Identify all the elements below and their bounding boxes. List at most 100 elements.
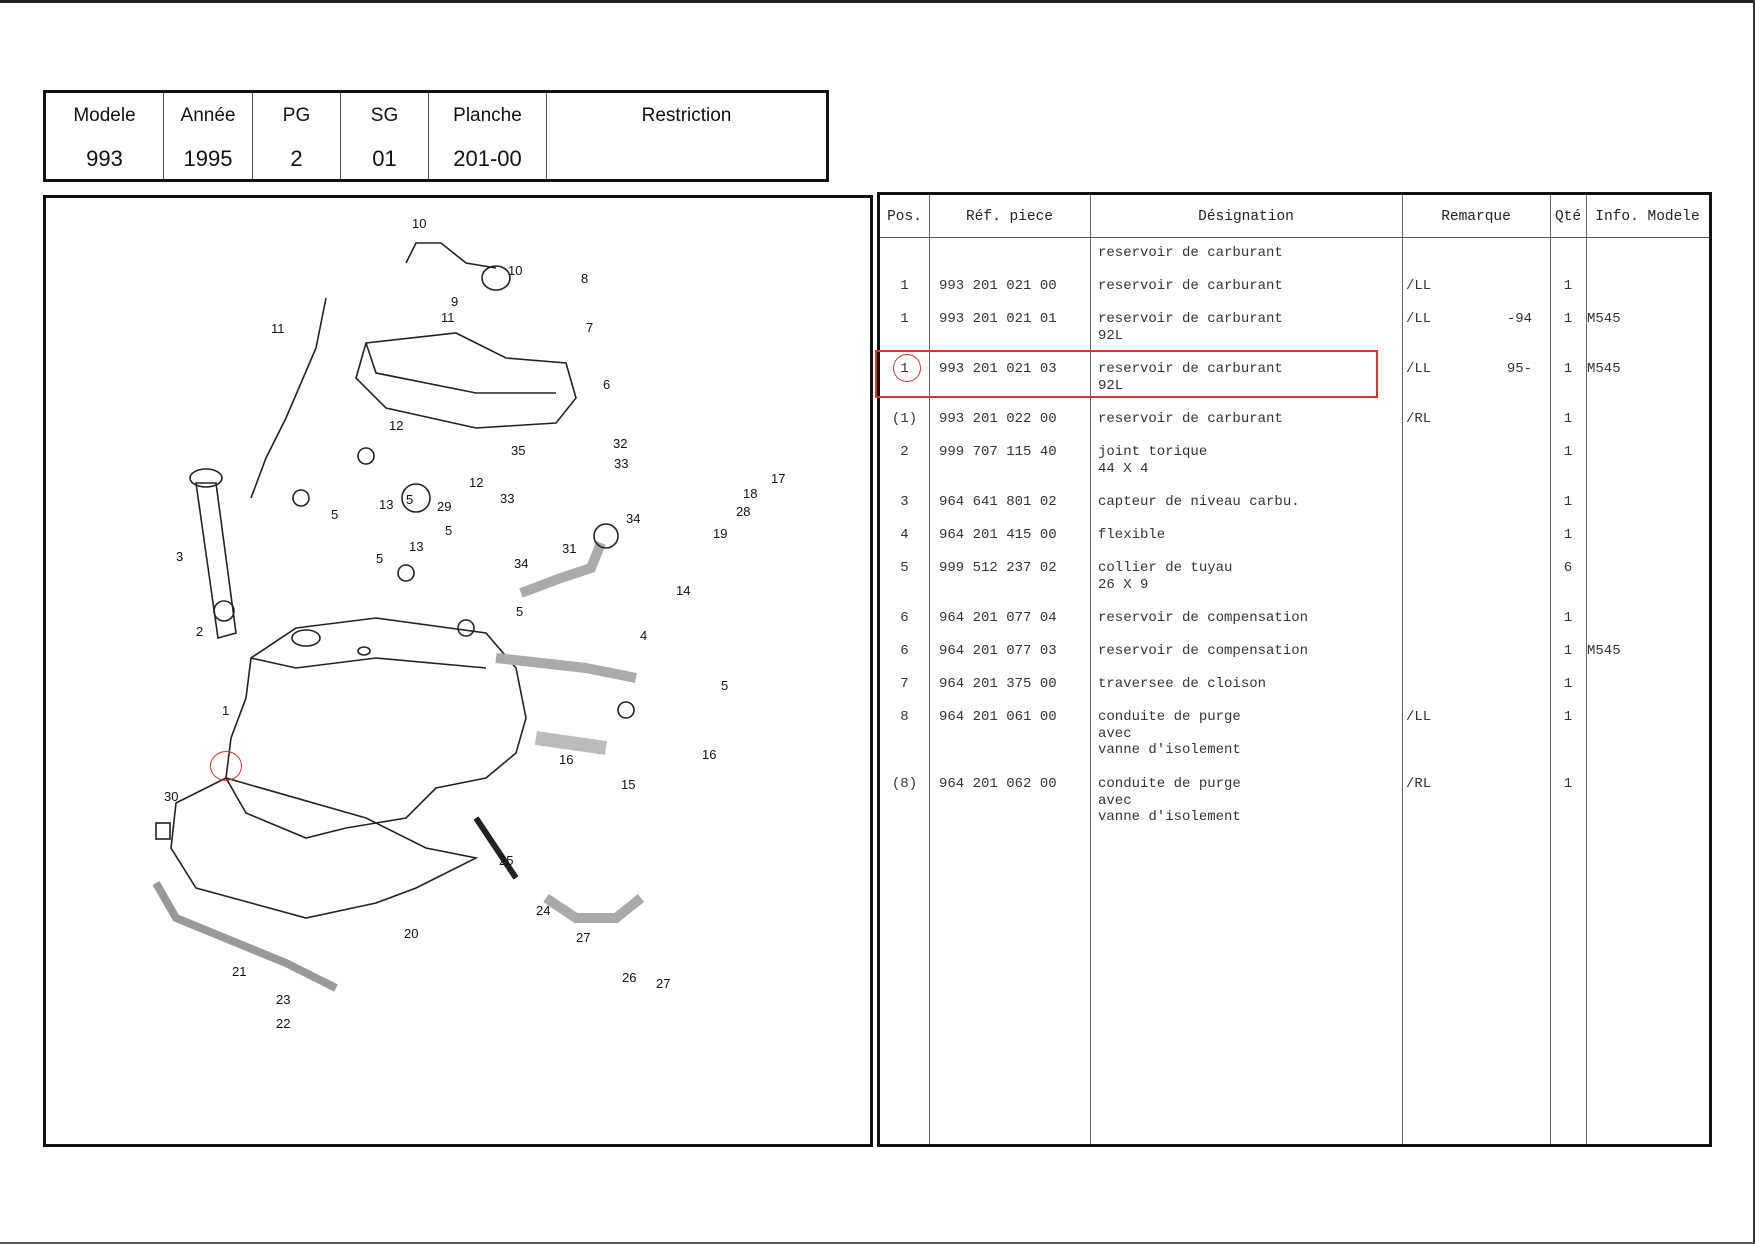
callout: 33	[500, 491, 514, 506]
callout: 18	[743, 486, 757, 501]
clamp-5	[292, 489, 310, 507]
cell-designation: reservoir de compensation	[1098, 643, 1309, 659]
callout: 27	[656, 976, 670, 991]
cap-29	[401, 483, 431, 513]
header-sg: SG 01	[341, 93, 429, 179]
shield-plate	[170, 777, 479, 919]
annotation-circle	[210, 751, 242, 781]
cell-remarque: /LL 95-	[1406, 361, 1533, 377]
callout: 17	[771, 471, 785, 486]
cell-pos: 5	[900, 560, 909, 576]
clamp-5	[457, 619, 475, 637]
col-header-info: Info. Modele	[1595, 209, 1700, 225]
cell-qty: 1	[1563, 527, 1573, 543]
seal-19	[593, 523, 619, 549]
vent-pipe	[250, 297, 327, 499]
callout: 34	[514, 556, 528, 571]
cell-designation: collier de tuyau 26 X 9	[1098, 560, 1233, 593]
compensation-tank	[355, 332, 577, 429]
cell-designation: reservoir de carburant	[1098, 278, 1283, 294]
callout: 14	[676, 583, 690, 598]
col-header-qty: Qté	[1554, 209, 1582, 225]
callout: 13	[409, 539, 423, 554]
header-value: 201-00	[453, 146, 522, 171]
cell-info: M545	[1587, 311, 1621, 327]
fuel-tank-drawing: 10 8 9 10 11 11 7 6 12 35 32 12 17 33 18…	[152, 216, 785, 1031]
callout: 5	[376, 551, 383, 566]
header-modele: Modele 993	[46, 93, 164, 179]
cell-pos: (1)	[891, 411, 918, 427]
cell-remarque: /LL	[1406, 709, 1432, 725]
callout: 10	[412, 216, 426, 231]
cell-designation: joint torique 44 X 4	[1098, 444, 1208, 477]
callout: 5	[516, 604, 523, 619]
callout: 34	[626, 511, 640, 526]
col-header-pos: Pos.	[887, 209, 922, 225]
cell-ref: 999 707 115 40	[939, 444, 1057, 460]
callout: 29	[437, 499, 451, 514]
cell-ref: 993 201 022 00	[939, 411, 1057, 427]
cell-ref: 964 641 801 02	[939, 494, 1057, 510]
callout: 5	[406, 492, 413, 507]
parts-table: Pos. Réf. piece Désignation Remarque Qté…	[877, 192, 1712, 1147]
cell-pos: 1	[900, 278, 909, 294]
cell-pos: 7	[900, 676, 909, 692]
cell-qty: 1	[1563, 776, 1573, 792]
callout: 7	[586, 320, 593, 335]
clamp-5	[357, 447, 375, 465]
cell-ref: 964 201 077 04	[939, 610, 1057, 626]
callout: 11	[271, 321, 285, 336]
callout: 33	[614, 456, 628, 471]
header-planche: Planche 201-00	[429, 93, 547, 179]
callout: 31	[562, 541, 576, 556]
cell-ref: 993 201 021 01	[939, 311, 1057, 327]
tank-port	[357, 646, 371, 656]
callout: 19	[713, 526, 727, 541]
cell-qty: 1	[1563, 709, 1573, 725]
compensation-tank-edge	[365, 342, 556, 394]
header-label: SG	[370, 105, 399, 126]
cell-pos: 1	[900, 311, 909, 327]
cell-pos: (8)	[891, 776, 918, 792]
fitting-24	[473, 816, 519, 880]
tank-edge	[250, 657, 487, 669]
plate-header: Modele 993 Année 1995 PG 2 SG 01 Planche…	[43, 90, 829, 182]
cell-remarque: /RL	[1406, 411, 1432, 427]
exploded-diagram: 10 8 9 10 11 11 7 6 12 35 32 12 17 33 18…	[43, 195, 873, 1147]
cell-qty: 1	[1563, 676, 1573, 692]
hose-14	[519, 541, 606, 598]
callout: 2	[196, 624, 203, 639]
header-label: Année	[180, 105, 236, 126]
header-value: 993	[86, 146, 123, 171]
cell-qty: 1	[1563, 311, 1573, 327]
callout: 25	[499, 853, 513, 868]
callout: 12	[389, 418, 403, 433]
cell-ref: 964 201 062 00	[939, 776, 1057, 792]
cell-ref: 999 512 237 02	[939, 560, 1057, 576]
callout: 32	[613, 436, 627, 451]
strap	[152, 881, 338, 992]
callout: 5	[331, 507, 338, 522]
cell-designation: reservoir de carburant	[1098, 411, 1283, 427]
header-annee: Année 1995	[164, 93, 253, 179]
cell-pos: 8	[900, 709, 909, 725]
cell-designation: capteur de niveau carbu.	[1098, 494, 1300, 510]
cell-designation: conduite de purge avec vanne d'isolement	[1098, 776, 1241, 825]
cell-designation: reservoir de carburant 92L	[1098, 311, 1283, 344]
callout: 23	[276, 992, 290, 1007]
header-restriction: Restriction	[547, 93, 826, 179]
vent-valve	[481, 265, 511, 291]
header-value: 2	[290, 146, 303, 171]
cell-designation: traversee de cloison	[1098, 676, 1267, 692]
callout: 5	[721, 678, 728, 693]
cell-pos: 3	[900, 494, 909, 510]
callout: 30	[164, 789, 178, 804]
callout: 4	[640, 628, 647, 643]
clip-30	[155, 822, 171, 840]
callout: 26	[622, 970, 636, 985]
highlight-box	[875, 350, 1378, 398]
col-header-remarque: Remarque	[1441, 209, 1511, 225]
cell-ref: 964 201 077 03	[939, 643, 1057, 659]
cell-ref: 993 201 021 00	[939, 278, 1057, 294]
o-ring-2	[213, 600, 235, 622]
